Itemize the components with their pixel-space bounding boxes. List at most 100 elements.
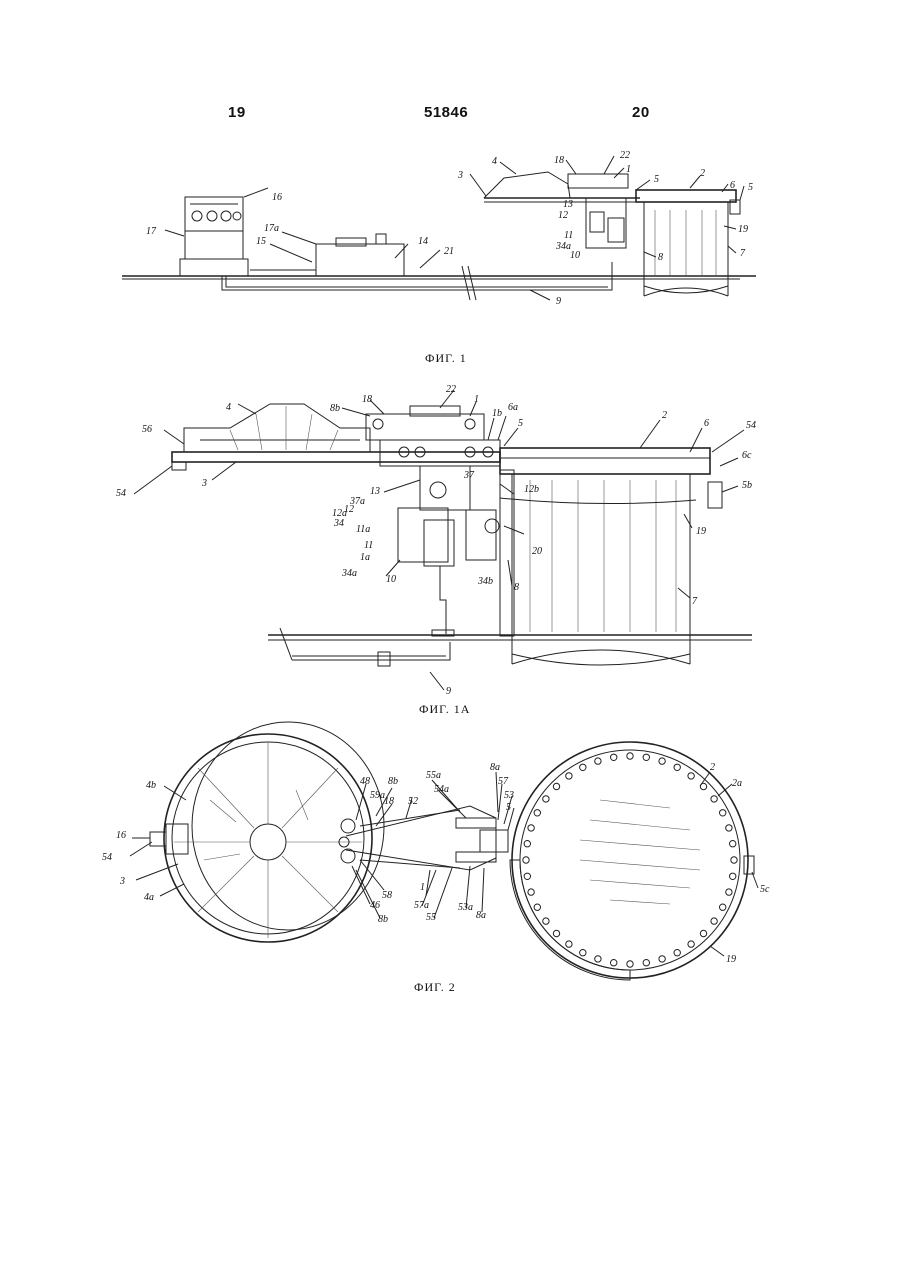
fig2-label-54: 54 xyxy=(102,852,112,863)
bolt-hole xyxy=(730,873,736,879)
fig2-label-1: 1 xyxy=(420,882,425,893)
bolt-hole xyxy=(720,904,726,910)
bolt-hole xyxy=(543,796,549,802)
fig1-label-3: 3 xyxy=(457,170,463,181)
fig1a-label-5: 5 xyxy=(518,418,523,429)
fig2-label-48: 48 xyxy=(360,776,370,787)
fig1a-label-18: 18 xyxy=(362,394,372,405)
fig2-label-59a: 59a xyxy=(370,790,385,801)
fig1a-label-8: 8 xyxy=(514,582,519,593)
fig2-label-19: 19 xyxy=(726,954,736,965)
figure-1a-caption: ФИГ. 1А xyxy=(419,702,470,717)
fig1a-label-11a: 11a xyxy=(356,524,370,535)
fig1a-label-1: 1 xyxy=(474,394,479,405)
fig1-label-6: 6 xyxy=(730,180,735,191)
bolt-circle xyxy=(523,753,737,967)
fig2-label-5c: 5c xyxy=(760,884,770,895)
fig1-label-17a: 17a xyxy=(264,223,279,234)
fig2-label-8b-top: 8b xyxy=(388,776,398,787)
figure-2: 4b 16 54 3 4a 48 8b 18 59a 52 55a 54a 8a… xyxy=(102,722,770,980)
bolt-hole xyxy=(674,950,680,956)
fig1a-label-10: 10 xyxy=(386,574,396,585)
bolt-hole xyxy=(595,956,601,962)
bolt-hole xyxy=(627,961,633,967)
fig1-label-11: 11 xyxy=(564,230,573,241)
bolt-hole xyxy=(611,960,617,966)
figure-1-caption: ФИГ. 1 xyxy=(425,351,467,366)
fig2-label-8a-top: 8a xyxy=(490,762,500,773)
bolt-hole xyxy=(566,773,572,779)
fig1-label-12: 12 xyxy=(558,210,568,221)
bolt-hole xyxy=(523,857,529,863)
figure-2-caption: ФИГ. 2 xyxy=(414,980,456,995)
fig1-label-9: 9 xyxy=(556,296,561,307)
fig2-label-57: 57 xyxy=(498,776,509,787)
bolt-hole xyxy=(730,841,736,847)
bolt-hole xyxy=(731,857,737,863)
fig1-label-21: 21 xyxy=(444,246,454,257)
fig2-label-53: 53 xyxy=(504,790,514,801)
fig1a-label-54-left: 54 xyxy=(116,488,126,499)
fig1-label-1: 1 xyxy=(626,164,631,175)
bolt-hole xyxy=(595,758,601,764)
fig1a-label-56: 56 xyxy=(142,424,152,435)
bolt-hole xyxy=(726,825,732,831)
fig1a-label-34: 34 xyxy=(333,518,344,529)
bolt-hole xyxy=(720,810,726,816)
fig2-label-54a: 54a xyxy=(434,784,449,795)
bolt-hole xyxy=(566,941,572,947)
fig1-label-16: 16 xyxy=(272,192,282,203)
bolt-hole xyxy=(524,841,530,847)
fig2-label-55a: 55a xyxy=(426,770,441,781)
fig1a-label-12b: 12b xyxy=(524,484,539,495)
bolt-hole xyxy=(674,764,680,770)
fig1a-label-3: 3 xyxy=(201,478,207,489)
fig2-label-16: 16 xyxy=(116,830,126,841)
bolt-hole xyxy=(611,754,617,760)
fig1a-label-4: 4 xyxy=(226,402,231,413)
bolt-hole xyxy=(643,960,649,966)
bolt-hole xyxy=(543,918,549,924)
fig2-label-4a: 4a xyxy=(144,892,154,903)
bolt-hole xyxy=(534,904,540,910)
fig1a-label-34a: 34a xyxy=(341,568,357,579)
fig2-label-8a-bottom: 8a xyxy=(476,910,486,921)
fig1-label-17: 17 xyxy=(146,226,157,237)
bolt-hole xyxy=(627,753,633,759)
fig1a-label-7: 7 xyxy=(692,596,698,607)
fig2-label-58: 58 xyxy=(382,890,392,901)
bolt-hole xyxy=(726,889,732,895)
fig1a-label-6: 6 xyxy=(704,418,709,429)
bolt-hole xyxy=(580,764,586,770)
fig1a-label-1a: 1a xyxy=(360,552,370,563)
bolt-hole xyxy=(534,810,540,816)
bolt-hole xyxy=(580,950,586,956)
fig1a-label-34b: 34b xyxy=(477,576,493,587)
fig1-label-2: 2 xyxy=(700,168,705,179)
fig2-label-53a: 53a xyxy=(458,902,473,913)
fig1a-label-5b: 5b xyxy=(742,480,752,491)
fig2-label-18: 18 xyxy=(384,796,394,807)
fig1a-label-8b: 8b xyxy=(330,403,340,414)
fig1-label-5b: 5 xyxy=(748,182,753,193)
bolt-hole xyxy=(688,773,694,779)
fig1a-label-13: 13 xyxy=(370,486,380,497)
fig2-label-55: 55 xyxy=(426,912,436,923)
bolt-hole xyxy=(711,796,717,802)
fig1-label-8: 8 xyxy=(658,252,663,263)
fig1a-label-2: 2 xyxy=(662,410,667,421)
bolt-hole xyxy=(528,825,534,831)
fig1a-label-1b: 1b xyxy=(492,408,502,419)
fig1-label-10: 10 xyxy=(570,250,580,261)
fig2-label-52: 52 xyxy=(408,796,418,807)
fig1-label-13: 13 xyxy=(563,199,573,210)
fig1a-label-6a: 6a xyxy=(508,402,518,413)
fig1a-label-22: 22 xyxy=(446,384,456,395)
bolt-hole xyxy=(553,783,559,789)
fig2-label-2a: 2a xyxy=(732,778,742,789)
bolt-hole xyxy=(711,918,717,924)
fig1-label-14: 14 xyxy=(418,236,428,247)
figure-1: 16 17 17a 15 14 21 9 3 4 18 22 1 13 12 1… xyxy=(122,150,756,307)
fig1-label-4: 4 xyxy=(492,156,497,167)
fig1a-label-12: 12 xyxy=(344,504,354,515)
